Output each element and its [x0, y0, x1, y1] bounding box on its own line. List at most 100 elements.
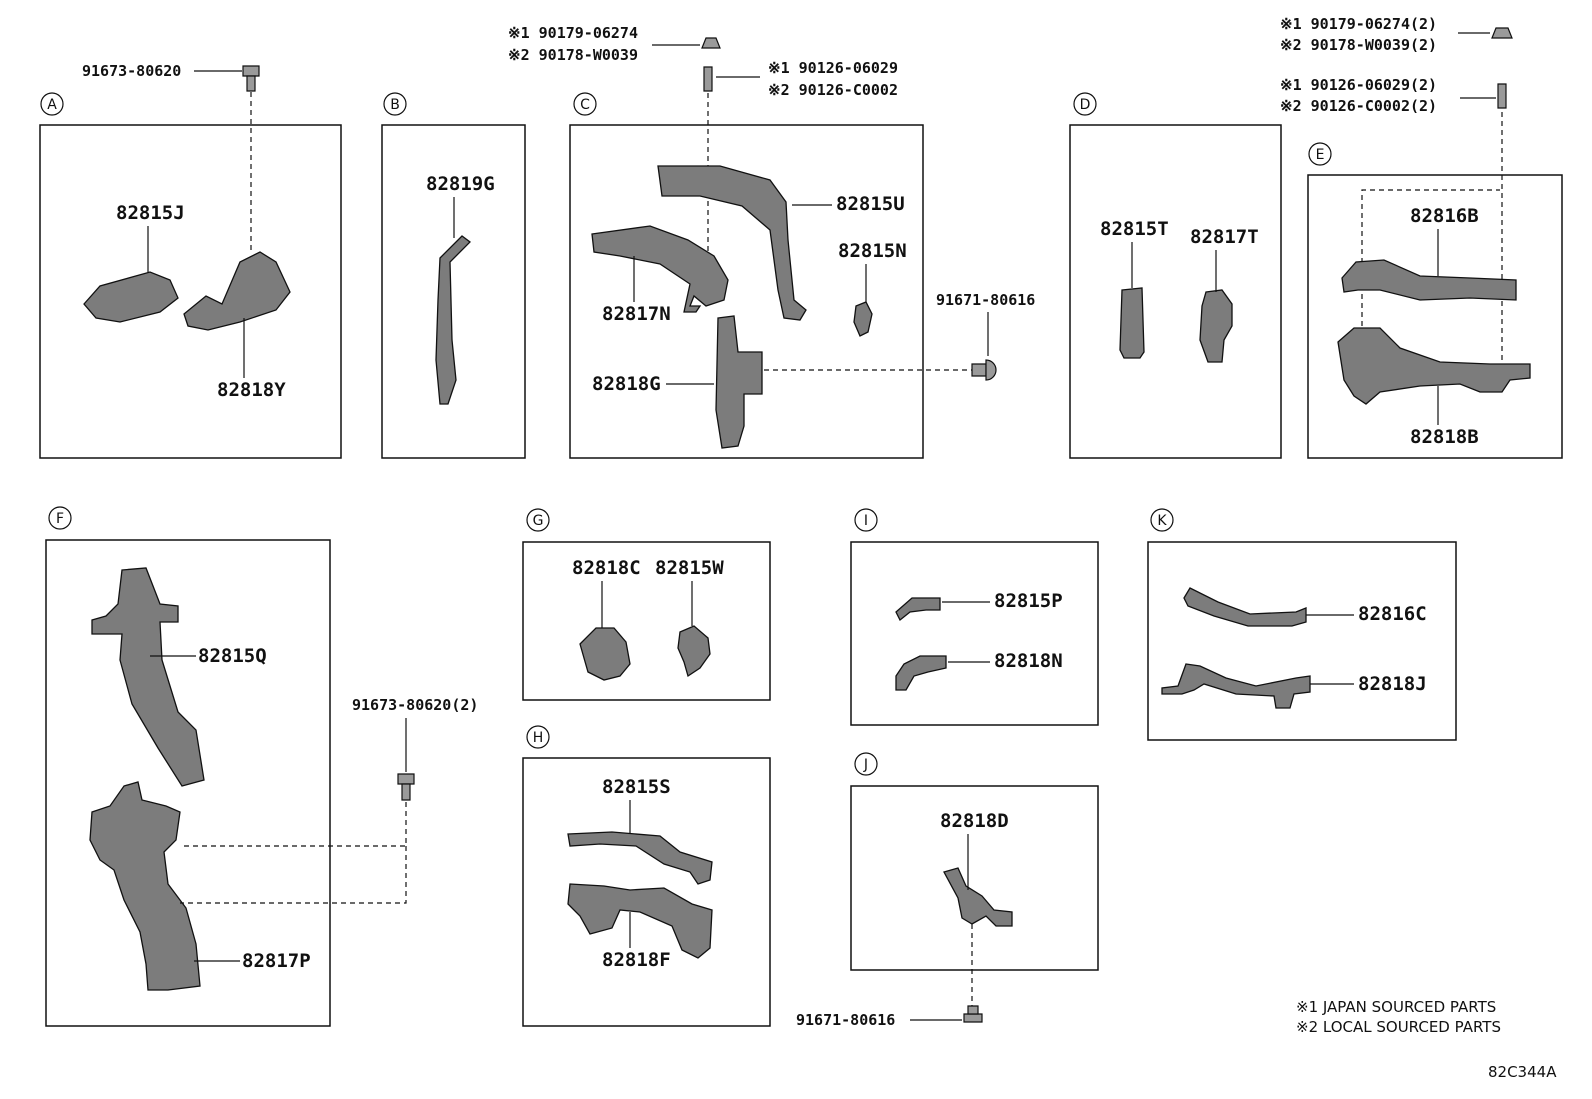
screw-icon: [971, 359, 997, 381]
part-82815q-shape: [91, 567, 205, 787]
fastener-f-bolt-label: 91673-80620(2): [352, 696, 478, 714]
part-label-82815n: 82815N: [838, 240, 907, 262]
section-c-letter: C: [580, 97, 590, 113]
section-k: K 82816C 82818J: [1147, 508, 1457, 741]
section-h-letter: H: [533, 730, 544, 746]
note-japan-sourced: ※1 JAPAN SOURCED PARTS: [1296, 998, 1496, 1016]
part-label-82815j: 82815J: [116, 202, 185, 224]
section-g-letter: G: [533, 513, 544, 529]
section-c-frame: [569, 124, 924, 459]
part-label-82819g: 82819G: [426, 173, 495, 195]
section-h: H 82815S 82818F: [522, 725, 771, 1027]
part-label-82817n: 82817N: [602, 303, 671, 325]
part-82815p-shape: [895, 597, 941, 622]
section-b-letter: B: [390, 97, 400, 113]
section-j: J 82818D 91671-80616: [796, 752, 1099, 1029]
part-label-82815u: 82815U: [836, 193, 905, 215]
part-82815u-shape: [657, 165, 807, 321]
fastener-c-stud2-label: ※2 90126-C0002: [768, 81, 898, 99]
section-c: C ※1 90179-06274 ※2 90178-W0039 ※1 90126…: [508, 24, 1035, 459]
section-j-letter: J: [863, 757, 868, 773]
stud-icon: [703, 66, 713, 92]
part-label-82815t: 82815T: [1100, 218, 1169, 240]
part-label-82815q: 82815Q: [198, 645, 267, 667]
fastener-c-nut1-label: ※1 90179-06274: [508, 24, 638, 42]
part-82816b-shape: [1341, 259, 1517, 301]
section-e-frame: [1307, 174, 1563, 459]
part-82815n-shape: [853, 301, 873, 337]
section-e: E ※1 90179-06274(2) ※2 90178-W0039(2) ※1…: [1280, 15, 1563, 459]
section-b: B 82819G: [381, 92, 526, 459]
part-82818c-shape: [579, 627, 631, 681]
part-82815s-shape: [567, 831, 713, 885]
part-label-82818d: 82818D: [940, 810, 1009, 832]
section-b-frame: [381, 124, 526, 459]
nut-icon: [1491, 27, 1513, 39]
part-82816c-shape: [1183, 587, 1307, 627]
section-h-frame: [522, 757, 771, 1027]
part-82815w-shape: [677, 625, 711, 678]
fastener-e-stud2-label: ※2 90126-C0002(2): [1280, 97, 1437, 115]
fastener-e-nut2-label: ※2 90178-W0039(2): [1280, 36, 1437, 54]
diagram-code: 82C344A: [1488, 1063, 1557, 1081]
part-label-82817p: 82817P: [242, 950, 311, 972]
part-label-82818f: 82818F: [602, 949, 671, 971]
section-f-frame: [45, 539, 331, 1027]
part-82818j-shape: [1161, 663, 1311, 709]
part-label-82818b: 82818B: [1410, 426, 1479, 448]
section-a-letter: A: [47, 97, 57, 113]
section-g-frame: [522, 541, 771, 701]
part-82817n-shape: [591, 225, 729, 313]
part-label-82818j: 82818J: [1358, 673, 1427, 695]
section-d-letter: D: [1080, 97, 1091, 113]
section-g: G 82818C 82815W: [522, 508, 771, 701]
notes-legend: ※1 JAPAN SOURCED PARTS ※2 LOCAL SOURCED …: [1296, 998, 1501, 1036]
section-e-letter: E: [1316, 147, 1325, 163]
part-82818n-shape: [895, 655, 947, 691]
part-label-82818c: 82818C: [572, 557, 641, 579]
screw-icon: [963, 1005, 983, 1023]
fastener-c-screw-label: 91671-80616: [936, 291, 1035, 309]
fastener-c-nut2-label: ※2 90178-W0039: [508, 46, 638, 64]
bolt-icon: [242, 65, 260, 92]
part-82815j-shape: [83, 271, 179, 323]
section-i: I 82815P 82818N: [850, 508, 1099, 726]
fastener-j-screw-label: 91671-80616: [796, 1011, 895, 1029]
part-label-82818y: 82818Y: [217, 379, 286, 401]
part-label-82816c: 82816C: [1358, 603, 1427, 625]
section-i-frame: [850, 541, 1099, 726]
part-82819g-shape: [435, 235, 471, 405]
part-label-82818g: 82818G: [592, 373, 661, 395]
section-d-frame: [1069, 124, 1282, 459]
part-label-82818n: 82818N: [994, 650, 1063, 672]
section-a: A 91673-80620 82815J 82818Y: [39, 62, 342, 459]
fastener-c-stud1-label: ※1 90126-06029: [768, 59, 898, 77]
part-82818y-shape: [183, 251, 291, 331]
note-local-sourced: ※2 LOCAL SOURCED PARTS: [1296, 1018, 1501, 1036]
part-82818g-shape: [715, 315, 763, 449]
bolt-icon: [397, 773, 415, 801]
stud-icon: [1497, 83, 1507, 109]
part-82817p-shape: [89, 781, 201, 991]
part-82818b-shape: [1337, 327, 1531, 405]
part-label-82815w: 82815W: [655, 557, 724, 579]
fastener-a-bolt-label: 91673-80620: [82, 62, 181, 80]
section-f-letter: F: [56, 511, 64, 527]
section-a-frame: [39, 124, 342, 459]
part-82815t-shape: [1119, 287, 1145, 359]
section-k-frame: [1147, 541, 1457, 741]
part-82817t-shape: [1199, 289, 1233, 363]
section-j-frame: [850, 785, 1099, 971]
part-label-82815s: 82815S: [602, 776, 671, 798]
fastener-e-stud1-label: ※1 90126-06029(2): [1280, 76, 1437, 94]
section-i-letter: I: [864, 513, 868, 529]
part-label-82816b: 82816B: [1410, 205, 1479, 227]
section-f: F 82815Q 82817P 91673-80620(2): [45, 506, 478, 1027]
part-82818d-shape: [943, 867, 1013, 927]
part-label-82815p: 82815P: [994, 590, 1063, 612]
nut-icon: [701, 37, 721, 49]
part-label-82817t: 82817T: [1190, 226, 1259, 248]
section-k-letter: K: [1157, 513, 1167, 529]
part-82818f-shape: [567, 883, 713, 959]
